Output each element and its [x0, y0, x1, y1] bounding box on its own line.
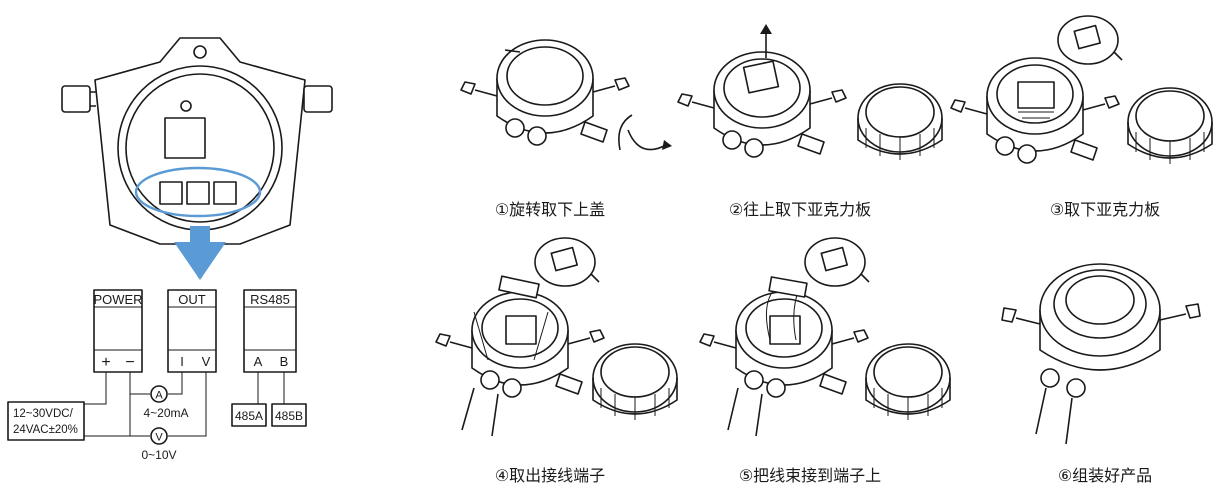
supply-line-2: 24VAC±20%: [13, 424, 78, 436]
ammeter-icon: [150, 385, 168, 403]
step-3-caption: ③取下亚克力板: [1049, 200, 1161, 219]
rs485b-label: 485B: [275, 409, 303, 423]
terminal-blocks: POWER + − OUT I V RS485 A B: [93, 289, 297, 373]
rs485-label: RS485: [250, 292, 290, 307]
i-label: I: [180, 354, 184, 369]
step-4-illustration: [435, 237, 678, 437]
step-2-illustration: [677, 24, 943, 161]
transmitter-front-view: [61, 37, 333, 280]
power-terminal: [93, 289, 143, 373]
left-gland-icon: [61, 85, 91, 113]
terminal-highlight-ring: [134, 166, 262, 218]
a-label: A: [254, 354, 263, 369]
out-terminal: [167, 289, 217, 373]
voltmeter-icon: [150, 427, 168, 445]
voltage-range: 0~10V: [141, 448, 176, 462]
step-1-illustration: [460, 39, 672, 151]
supply-box: [7, 401, 85, 441]
right-gland-icon: [303, 85, 333, 113]
supply-line-1: 12~30VDC/: [13, 408, 74, 420]
b-label: B: [280, 354, 289, 369]
step-6-caption: ⑥组装好产品: [1057, 466, 1153, 485]
terminal-plug-icon: [498, 275, 540, 299]
step-6-illustration: [1001, 263, 1201, 445]
step-2-caption: ②往上取下亚克力板: [728, 200, 872, 219]
v-label: V: [202, 354, 211, 369]
step-3-illustration: [950, 15, 1213, 165]
ammeter-symbol: A: [155, 390, 163, 402]
rs485-terminal: [243, 289, 297, 373]
step-1-caption: ①旋转取下上盖: [494, 200, 606, 219]
plus-label: +: [101, 354, 110, 371]
power-label: POWER: [93, 292, 142, 307]
rs485a-label: 485A: [235, 409, 263, 423]
rs485b-box: [271, 403, 307, 427]
minus-label: −: [125, 354, 134, 371]
current-range: 4~20mA: [143, 406, 188, 420]
voltmeter-symbol: V: [155, 432, 163, 444]
down-arrow-icon: [190, 226, 210, 242]
rotate-arrow-icon: [627, 129, 669, 151]
step-4-caption: ④取出接线端子: [494, 466, 606, 485]
step-5-illustration: [699, 237, 951, 437]
display-window: [164, 117, 206, 159]
step-5-caption: ⑤把线束接到端子上: [738, 466, 882, 485]
wiring-lines: 12~30VDC/ 24VAC±20% A 4~20mA V 0~10V 485…: [7, 372, 307, 462]
out-label: OUT: [178, 292, 206, 307]
rs485a-box: [231, 403, 267, 427]
